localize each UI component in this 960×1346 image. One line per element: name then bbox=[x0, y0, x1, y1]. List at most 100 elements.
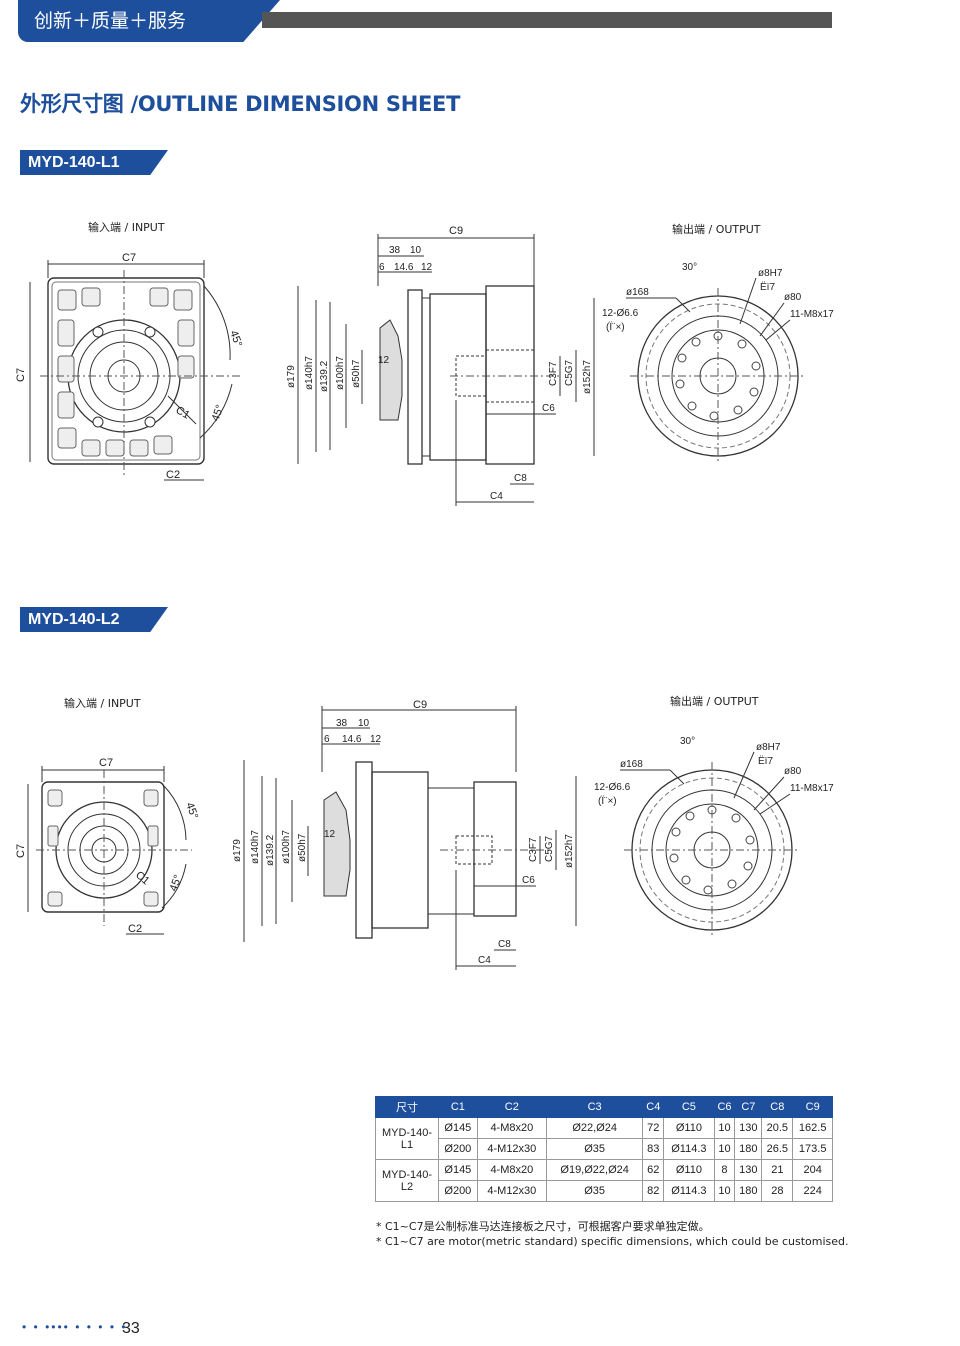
dim-ei7: Ëï7 bbox=[760, 281, 775, 293]
dim-c9: C9 bbox=[449, 225, 463, 237]
page-title: 外形尺寸图 /OUTLINE DIMENSION SHEET bbox=[20, 92, 461, 116]
output-label: 输出端 / OUTPUT bbox=[672, 222, 761, 236]
table-cell: 20.5 bbox=[761, 1117, 794, 1139]
table-model-cell: MYD-140-L2 bbox=[375, 1159, 439, 1202]
table-model-cell: MYD-140-L1 bbox=[375, 1117, 439, 1160]
dim-c4: C4 bbox=[490, 491, 503, 502]
table-cell: 4-M8x20 bbox=[476, 1117, 547, 1139]
dim-10: 10 bbox=[358, 718, 370, 729]
input-view-l2: 输入端 / INPUT C7 C7 45° 45° C1 C2 bbox=[15, 696, 200, 935]
table-header-cell: C3 bbox=[545, 1096, 644, 1118]
dim-12-inner: 12 bbox=[324, 829, 336, 840]
dim-phi140: ø140h7 bbox=[304, 356, 315, 390]
table-row: MYD-140-L1 Ø145 4-M8x20 Ø22,Ø24 72 Ø110 … bbox=[375, 1117, 833, 1160]
dim-10: 10 bbox=[410, 245, 422, 256]
dim-c6: C6 bbox=[522, 875, 535, 886]
table-row: Ø200 4-M12x30 Ø35 83 Ø114.3 10 180 26.5 … bbox=[376, 1138, 833, 1160]
table-cell: 10 bbox=[713, 1180, 736, 1202]
dim-phi8: ø8H7 bbox=[756, 742, 781, 753]
table-header-cell: C2 bbox=[476, 1096, 547, 1118]
dim-12: 12 bbox=[370, 734, 382, 745]
table-cell: 82 bbox=[642, 1180, 665, 1202]
dim-38: 38 bbox=[389, 245, 401, 256]
dim-c7-v: C7 bbox=[15, 368, 27, 382]
table-cell: Ø19,Ø22,Ø24 bbox=[545, 1159, 644, 1181]
dim-c8: C8 bbox=[498, 939, 511, 950]
table-header-cell: C1 bbox=[438, 1096, 478, 1118]
dim-14-6: 14.6 bbox=[394, 262, 414, 273]
table-cell: Ø145 bbox=[438, 1117, 478, 1139]
angle-45-b: 45° bbox=[168, 873, 185, 893]
dim-m8: 11-M8x17 bbox=[790, 783, 834, 794]
dim-c5: C5G7 bbox=[544, 835, 555, 862]
note-en: * C1~C7 are motor(metric standard) speci… bbox=[376, 1235, 849, 1248]
table-cell: 4-M12x30 bbox=[476, 1180, 547, 1202]
dim-phi179: ø179 bbox=[286, 365, 297, 388]
table-cell: 72 bbox=[642, 1117, 665, 1139]
table-header-cell: C8 bbox=[761, 1096, 794, 1118]
table-cell: 83 bbox=[642, 1138, 665, 1160]
table-header-cell: C4 bbox=[642, 1096, 665, 1118]
table-row: MYD-140-L2 Ø145 4-M8x20 Ø19,Ø22,Ø24 62 Ø… bbox=[375, 1159, 833, 1202]
output-view-l1: 输出端 / OUTPUT 30° ø168 12-Ø6.6 (Ï¨×) ø8H7… bbox=[602, 222, 834, 464]
table-cell: 62 bbox=[642, 1159, 665, 1181]
table-cell: 130 bbox=[734, 1117, 763, 1139]
dim-c2: C2 bbox=[128, 923, 142, 935]
dim-12-inner: 12 bbox=[378, 355, 390, 366]
dim-38: 38 bbox=[336, 718, 348, 729]
table-header-row: 尺寸 C1 C2 C3 C4 C5 C6 C7 C8 C9 bbox=[375, 1096, 833, 1118]
dim-c5: C5G7 bbox=[564, 359, 575, 386]
spec-table: 尺寸 C1 C2 C3 C4 C5 C6 C7 C8 C9 MYD-140-L1… bbox=[375, 1096, 833, 1202]
dim-c3: C3F7 bbox=[548, 361, 559, 386]
dim-phi1392: ø139.2 bbox=[319, 360, 330, 392]
dim-phi179: ø179 bbox=[232, 839, 243, 862]
output-label: 输出端 / OUTPUT bbox=[670, 694, 759, 708]
table-cell: 21 bbox=[761, 1159, 794, 1181]
table-cell: 224 bbox=[792, 1180, 833, 1202]
dim-c6: C6 bbox=[542, 403, 555, 414]
dim-c1: C1 bbox=[133, 869, 151, 887]
table-cell: Ø35 bbox=[545, 1138, 644, 1160]
table-cell: 130 bbox=[734, 1159, 763, 1181]
drawing-l2: 输入端 / INPUT C7 C7 45° 45° C1 C2 C9 38 10… bbox=[15, 694, 834, 970]
dim-c9: C9 bbox=[413, 699, 427, 711]
dim-phi8: ø8H7 bbox=[758, 268, 783, 279]
dim-c7-v: C7 bbox=[15, 844, 27, 858]
table-cell: Ø114.3 bbox=[663, 1138, 715, 1160]
table-cell: Ø35 bbox=[545, 1180, 644, 1202]
header-bar bbox=[262, 12, 832, 28]
table-cell: Ø200 bbox=[438, 1138, 478, 1160]
dim-c3: C3F7 bbox=[528, 837, 539, 862]
footer-dots: • • •••• • • • • • bbox=[22, 1320, 128, 1334]
dim-14-6: 14.6 bbox=[342, 734, 362, 745]
input-view-l1: 输入端 / INPUT C7 C7 45° 45° C1 C2 bbox=[15, 220, 244, 481]
side-view-l2: C9 38 10 6 14.6 12 12 ø179 ø140h7 ø139.2… bbox=[232, 699, 577, 970]
table-cell: 28 bbox=[761, 1180, 794, 1202]
output-view-l2: 输出端 / OUTPUT 30° ø168 12-Ø6.6 (Ï¨×) ø8H7… bbox=[594, 694, 834, 938]
table-row: Ø200 4-M12x30 Ø35 82 Ø114.3 10 180 28 22… bbox=[376, 1180, 833, 1202]
dim-c7-h: C7 bbox=[99, 757, 113, 769]
dim-phi168: ø168 bbox=[620, 759, 643, 770]
angle-45-a: 45° bbox=[227, 329, 244, 349]
dim-phi80: ø80 bbox=[784, 766, 802, 777]
dim-phi152: ø152h7 bbox=[564, 834, 575, 868]
dim-m8: 11-M8x17 bbox=[790, 309, 834, 320]
table-cell: 180 bbox=[734, 1180, 763, 1202]
dim-phi1392: ø139.2 bbox=[265, 834, 276, 866]
table-header-cell: C7 bbox=[734, 1096, 763, 1118]
model-tag-l2: MYD-140-L2 bbox=[20, 607, 168, 632]
dim-12: 12 bbox=[421, 262, 433, 273]
angle-45-a: 45° bbox=[183, 801, 200, 821]
dim-c8: C8 bbox=[514, 473, 527, 484]
dim-phi50: ø50h7 bbox=[351, 359, 362, 388]
table-cell: Ø145 bbox=[438, 1159, 478, 1181]
table-cell: 4-M8x20 bbox=[476, 1159, 547, 1181]
table-header-cell: 尺寸 bbox=[375, 1096, 439, 1118]
table-cell: 173.5 bbox=[792, 1138, 833, 1160]
input-label: 输入端 / INPUT bbox=[64, 696, 141, 710]
dim-phi152: ø152h7 bbox=[582, 360, 593, 394]
model-tag-l1: MYD-140-L1 bbox=[20, 150, 168, 175]
angle-45-b: 45° bbox=[210, 403, 227, 423]
dim-phi168: ø168 bbox=[626, 287, 649, 298]
dim-holes: 12-Ø6.6 bbox=[594, 782, 631, 793]
